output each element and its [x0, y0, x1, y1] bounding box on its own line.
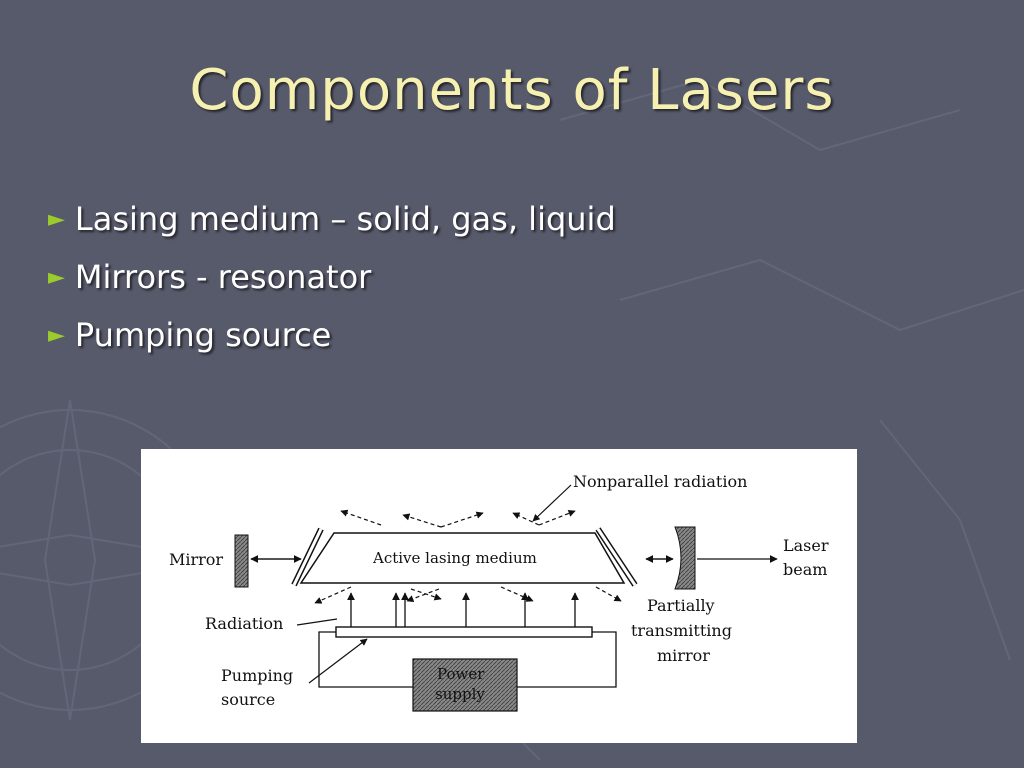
pointer-line [532, 484, 572, 522]
bullet-text: Pumping source [74, 316, 332, 354]
pointer-line [308, 638, 368, 684]
label-radiation: Radiation [205, 614, 283, 633]
label-pumping: Pumping [221, 666, 293, 685]
circuit-wire [318, 631, 413, 688]
label-nonparallel-radiation: Nonparallel radiation [573, 472, 747, 491]
bullet-text: Mirrors - resonator [74, 258, 372, 296]
bullet-item: ► Mirrors - resonator [48, 248, 616, 306]
power-supply-box [412, 658, 518, 712]
label-supply: supply [435, 685, 485, 703]
label-power: Power [437, 665, 485, 683]
bullet-list: ► Lasing medium – solid, gas, liquid ► M… [48, 190, 616, 364]
triangle-bullet-icon: ► [48, 322, 65, 348]
label-mirror: Mirror [169, 550, 223, 569]
rear-mirror [234, 534, 249, 588]
label-active-lasing-medium: Active lasing medium [372, 549, 537, 567]
label-beam: beam [783, 560, 827, 579]
output-mirror [674, 526, 696, 590]
active-lasing-medium [299, 532, 626, 584]
bullet-item: ► Pumping source [48, 306, 616, 364]
label-laser: Laser [783, 536, 829, 555]
bullet-item: ► Lasing medium – solid, gas, liquid [48, 190, 616, 248]
label-mirror-output: mirror [657, 646, 710, 665]
label-source: source [221, 690, 275, 709]
pointer-line [296, 618, 338, 626]
label-partially: Partially [647, 596, 715, 615]
slide-title: Components of Lasers [189, 58, 835, 123]
triangle-bullet-icon: ► [48, 206, 65, 232]
pumping-source-lamp [335, 626, 593, 638]
label-transmitting: transmitting [631, 621, 732, 640]
bullet-text: Lasing medium – solid, gas, liquid [74, 200, 616, 238]
laser-diagram: Nonparallel radiation Mirror Active lasi… [141, 449, 857, 743]
laser-diagram-drawing: Nonparallel radiation Mirror Active lasi… [169, 472, 829, 712]
circuit-wire [517, 631, 617, 688]
triangle-bullet-icon: ► [48, 264, 65, 290]
